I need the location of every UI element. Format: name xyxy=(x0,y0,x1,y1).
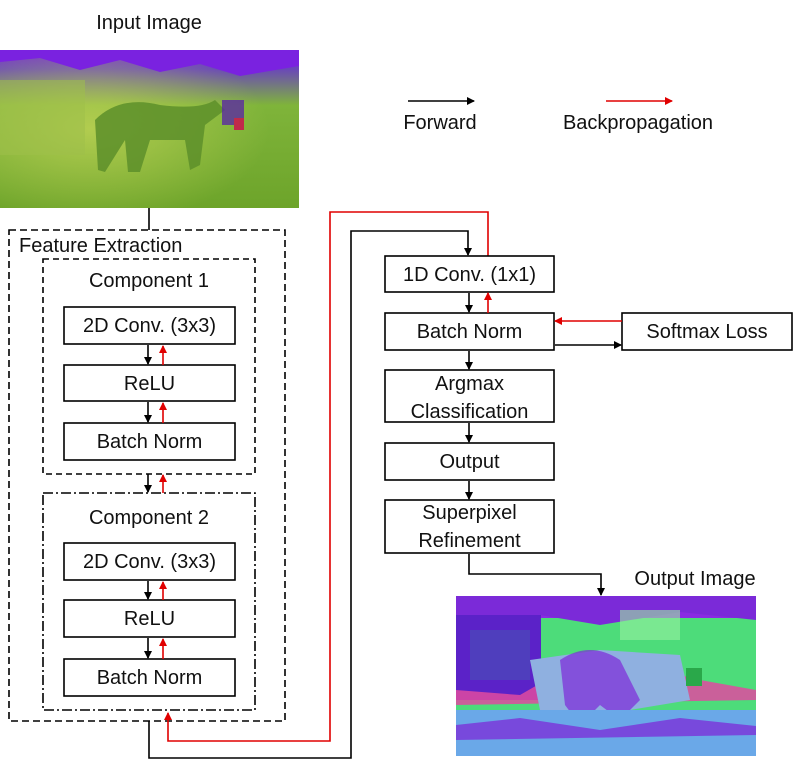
c1-relu-label: ReLU xyxy=(124,373,175,395)
superpixel-to-output-image-arrow xyxy=(468,554,605,596)
c1-conv-box xyxy=(63,306,236,345)
legend-backprop-label: Backpropagation xyxy=(563,112,713,134)
superpixel-label-1: Superpixel xyxy=(422,502,517,524)
c1-bn-label: Batch Norm xyxy=(97,431,203,453)
c1-conv-label: 2D Conv. (3x3) xyxy=(83,315,216,337)
conv1d-label: 1D Conv. (1x1) xyxy=(403,264,536,286)
output-image xyxy=(456,596,756,756)
batchnorm-label: Batch Norm xyxy=(417,321,523,343)
pipeline-arrows xyxy=(465,292,622,596)
superpixel-label-2: Refinement xyxy=(418,530,521,552)
feature-extraction-frame xyxy=(8,229,286,722)
c2-bn-box xyxy=(63,658,236,697)
feature-extraction-arrows xyxy=(144,345,167,659)
c2-bn-label: Batch Norm xyxy=(97,667,203,689)
c1-bn-box xyxy=(63,422,236,461)
component-2-frame xyxy=(42,492,256,711)
c1-relu-box xyxy=(63,364,236,402)
batchnorm-box xyxy=(384,312,555,351)
component-1-title: Component 1 xyxy=(89,270,209,292)
c2-conv-label: 2D Conv. (3x3) xyxy=(83,551,216,573)
legend: Forward Backpropagation xyxy=(403,97,713,134)
conv1d-box xyxy=(384,255,555,293)
component-1-frame xyxy=(42,258,256,475)
features-to-conv1d-arrow xyxy=(148,230,472,759)
argmax-box xyxy=(384,369,555,423)
c2-conv-box xyxy=(63,542,236,581)
output-image-label: Output Image xyxy=(634,568,755,590)
legend-forward-label: Forward xyxy=(403,112,476,134)
component-2-title: Component 2 xyxy=(89,507,209,529)
input-image xyxy=(0,50,299,208)
superpixel-box xyxy=(384,499,555,554)
conv1d-to-features-backprop xyxy=(164,211,489,742)
softmax-box xyxy=(621,312,793,351)
output-label: Output xyxy=(439,451,499,473)
softmax-label: Softmax Loss xyxy=(646,321,767,343)
argmax-label-2: Classification xyxy=(411,401,529,423)
output-box xyxy=(384,442,555,481)
argmax-label-1: Argmax xyxy=(435,373,504,395)
c2-relu-box xyxy=(63,599,236,638)
feature-extraction-label: Feature Extraction xyxy=(19,235,182,257)
c2-relu-label: ReLU xyxy=(124,608,175,630)
input-image-label: Input Image xyxy=(96,12,202,34)
